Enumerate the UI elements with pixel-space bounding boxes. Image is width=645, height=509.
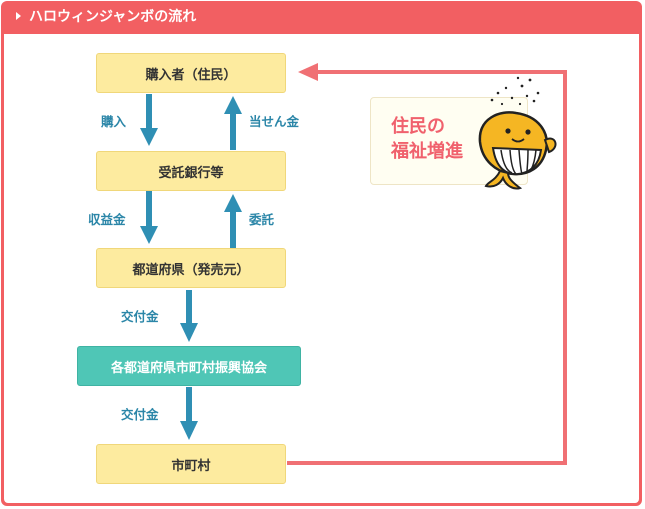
whale-mascot-icon [0, 0, 645, 509]
